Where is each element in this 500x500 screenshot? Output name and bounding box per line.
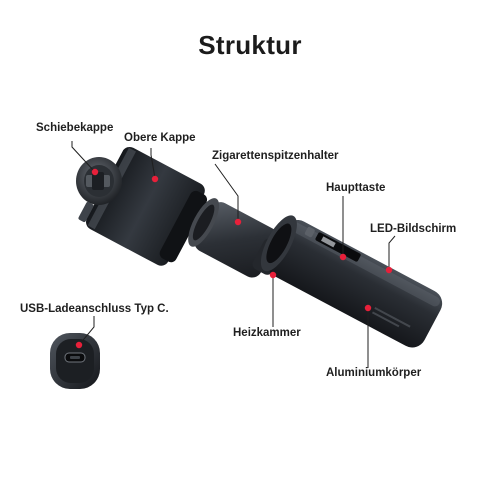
pointer-dots	[75, 168, 393, 349]
label-haupttaste: Haupttaste	[326, 182, 386, 194]
label-zigarettenspitzenhalter: Zigarettenspitzenhalter	[212, 150, 339, 162]
leader-lines	[71, 141, 396, 368]
label-usb-ladeanschluss: USB-Ladeanschluss Typ C.	[20, 303, 169, 315]
label-led-bildschirm: LED-Bildschirm	[370, 223, 457, 235]
label-schiebekappe: Schiebekappe	[36, 122, 114, 134]
usb-c-port	[50, 333, 100, 389]
slide-cap	[76, 157, 122, 223]
main-body	[260, 215, 443, 348]
label-obere-kappe: Obere Kappe	[124, 132, 196, 144]
label-aluminiumkoerper: Aluminiumkörper	[326, 367, 422, 379]
label-heizkammer: Heizkammer	[233, 327, 301, 339]
diagram-title: Struktur	[198, 30, 302, 60]
